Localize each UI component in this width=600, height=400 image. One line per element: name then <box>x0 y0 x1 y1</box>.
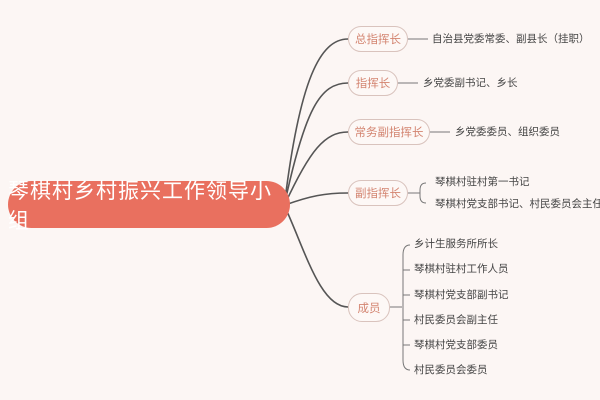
member-item: 琴棋村党支部副书记 <box>414 289 509 301</box>
root-node: 琴棋村乡村振兴工作领导小组 <box>8 179 290 233</box>
member-item: 琴棋村党支部委员 <box>414 339 498 351</box>
member-item: 乡计生服务所所长 <box>414 238 498 250</box>
member-item: 村民委员会委员 <box>414 364 488 376</box>
branch-item: 乡党委副书记、乡长 <box>423 77 518 89</box>
branch-node-executive-deputy: 常务副指挥长 <box>348 119 430 145</box>
branch-item: 琴棋村驻村第一书记 <box>435 176 530 188</box>
branch-node-deputy-commander: 副指挥长 <box>348 180 408 206</box>
branch-item: 琴棋村党支部书记、村民委员会主任 <box>435 198 600 210</box>
branch-node-members: 成员 <box>348 293 390 322</box>
branch-node-commander-in-chief: 总指挥长 <box>348 26 408 52</box>
branch-item: 乡党委委员、组织委员 <box>455 126 560 138</box>
branch-node-commander: 指挥长 <box>348 70 398 96</box>
member-item: 琴棋村驻村工作人员 <box>414 263 509 275</box>
member-item: 村民委员会副主任 <box>414 314 498 326</box>
branch-item: 自治县党委常委、副县长（挂职） <box>432 33 590 45</box>
